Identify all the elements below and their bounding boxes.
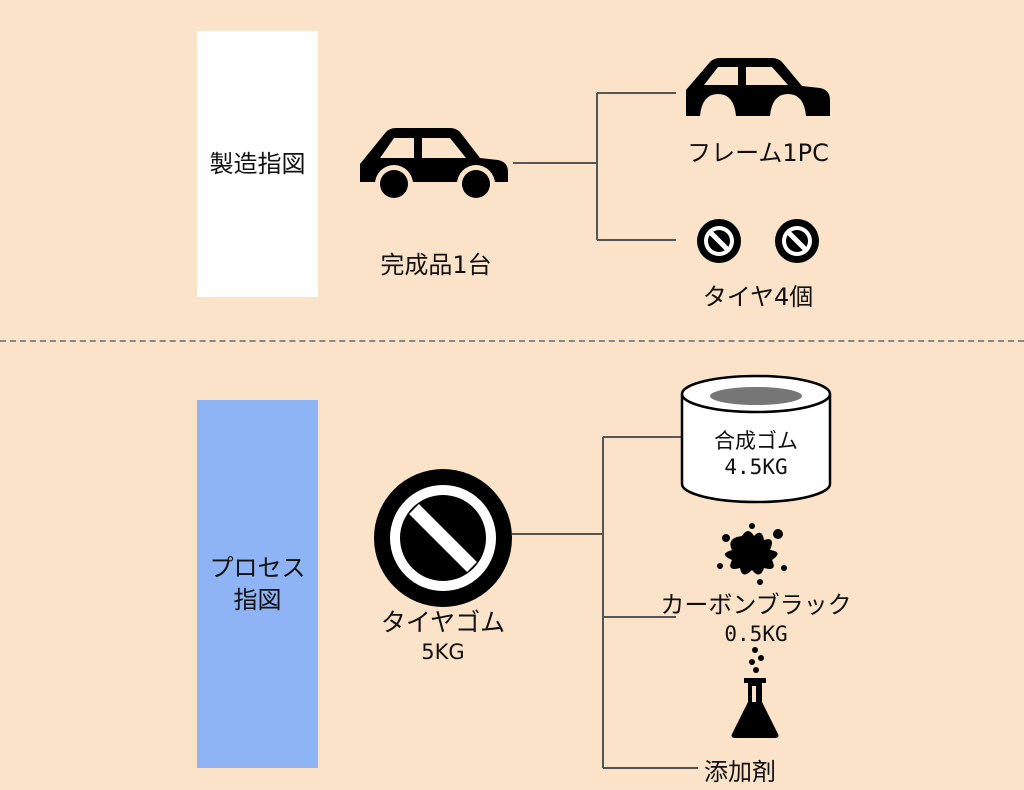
carbon-black-name: カーボンブラック — [660, 591, 852, 619]
process-order-label: プロセス 指図 — [209, 553, 306, 614]
manufacturing-order-label: 製造指図 — [209, 149, 306, 178]
car-icon — [360, 128, 508, 203]
flask-icon — [731, 647, 779, 738]
tire-icon — [775, 219, 819, 263]
frame-label: フレーム1PC — [687, 139, 829, 167]
additive-name: 添加剤 — [704, 758, 776, 786]
synthetic-rubber-qty: 4.5KG — [724, 455, 788, 479]
tire-icon — [697, 219, 741, 263]
tire-rubber-name: タイヤゴム — [380, 608, 506, 637]
process-order-panel: プロセス 指図 — [197, 400, 318, 768]
rubber-drum-icon — [680, 374, 832, 504]
finished-product-label: 完成品1台 — [380, 251, 492, 279]
car-frame-icon — [686, 58, 830, 116]
carbon-splash-icon — [717, 523, 787, 585]
synthetic-rubber-name: 合成ゴム — [714, 429, 798, 453]
manufacturing-order-panel: 製造指図 — [197, 31, 318, 297]
section-divider — [0, 340, 1024, 342]
carbon-black-qty: 0.5KG — [724, 622, 788, 646]
tire-count-label: タイヤ4個 — [702, 283, 814, 311]
tire-rubber-qty: 5KG — [421, 640, 465, 664]
tire-icon — [374, 469, 512, 607]
